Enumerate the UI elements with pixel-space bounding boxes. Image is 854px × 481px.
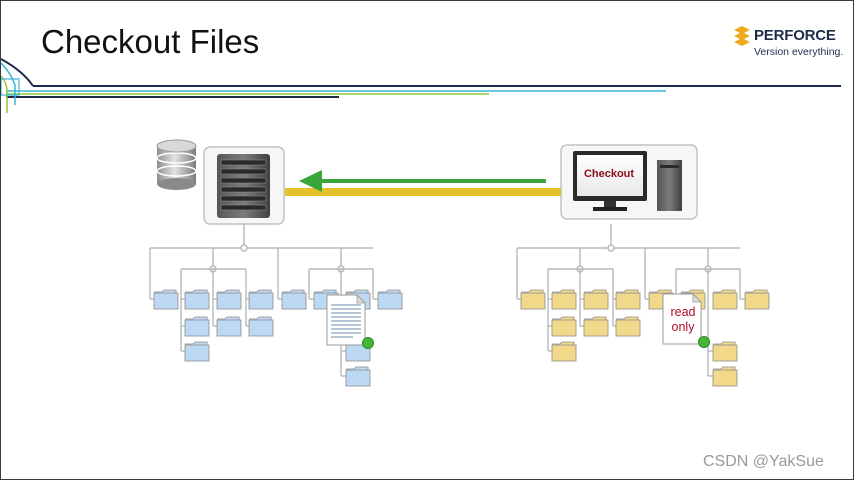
folder-icon	[216, 289, 242, 310]
folder-icon	[712, 366, 738, 387]
folder-icon	[184, 316, 210, 337]
client-icon	[560, 144, 698, 220]
logo-name: PERFORCE	[754, 27, 836, 44]
folder-icon	[615, 316, 641, 337]
server-document-icon	[326, 294, 374, 349]
folder-icon	[615, 289, 641, 310]
logo-mark	[734, 26, 750, 46]
folder-icon	[248, 289, 274, 310]
folder-icon	[216, 316, 242, 337]
client-screen-label: Checkout	[583, 168, 635, 180]
folder-icon	[281, 289, 307, 310]
server-icon	[203, 146, 285, 225]
database-icon	[156, 139, 197, 190]
client-workspace-tree	[516, 224, 770, 387]
folder-icon	[153, 289, 179, 310]
folder-icon	[712, 289, 738, 310]
folder-icon	[583, 316, 609, 337]
folder-icon	[184, 341, 210, 362]
watermark: CSDN @YakSue	[703, 453, 824, 470]
perforce-logo: PERFORCE Version everything.	[732, 25, 844, 65]
header-lines	[1, 58, 841, 113]
folder-icon	[712, 341, 738, 362]
folder-icon	[551, 341, 577, 362]
folder-icon	[377, 289, 403, 310]
client-document-icon	[662, 293, 710, 348]
read-only-line1: read	[670, 305, 696, 319]
read-only-line2: only	[671, 320, 695, 334]
read-only-label: read only	[665, 305, 701, 335]
slide-title: Checkout Files	[41, 23, 260, 60]
folder-icon	[744, 289, 770, 310]
folder-icon	[345, 366, 371, 387]
folder-icon	[551, 316, 577, 337]
folder-icon	[551, 289, 577, 310]
folder-icon	[583, 289, 609, 310]
folder-icon	[520, 289, 546, 310]
folder-icon	[184, 289, 210, 310]
folder-icon	[248, 316, 274, 337]
logo-tagline: Version everything.	[754, 46, 844, 58]
server-depot-tree	[149, 224, 403, 387]
checkout-arrows	[285, 170, 561, 196]
